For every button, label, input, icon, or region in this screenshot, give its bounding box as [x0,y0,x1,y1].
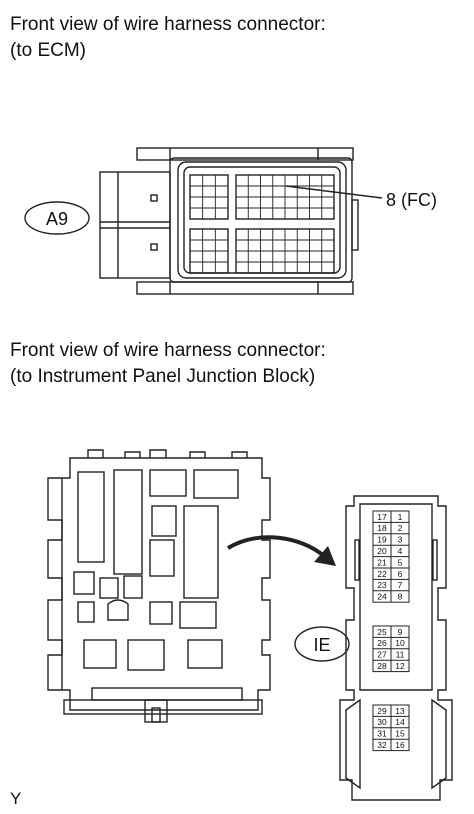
section1-title-line1: Front view of wire harness connector: [10,14,326,35]
connector-label-oval-ie [294,626,350,662]
junction-block [47,449,271,723]
section2-title-line2: (to Instrument Panel Junction Block) [10,366,316,387]
ie-pin-block-upper: 17 1 18 2 19 3 20 4 21 5 22 6 23 7 24 8 [372,510,410,603]
ie-connector [339,495,453,801]
arrow-icon [226,535,336,566]
pin-number: 15 [395,729,405,739]
connector-label-ie: IE [313,635,330,655]
pin-number: 19 [377,535,387,545]
pin-number: 2 [398,523,403,533]
pin-number: 11 [396,650,405,660]
pin-number: 9 [398,627,403,637]
pin-number: 14 [395,717,405,727]
pin-number: 28 [377,661,387,671]
section2-title-line1: Front view of wire harness connector: [10,340,326,361]
pin-number: 32 [377,740,387,750]
pin-number: 30 [377,717,387,727]
pin-number: 3 [398,535,403,545]
pin-number: 7 [398,580,403,590]
connector-label-oval-a9 [24,201,90,235]
pin-number: 26 [377,638,387,648]
pin-number: 10 [395,638,405,648]
ie-pin-block-middle: 25 9 26 10 27 11 28 12 [372,625,410,673]
pin-number: 18 [377,523,387,533]
pin-number: 17 [377,512,387,522]
pin-number: 16 [395,740,405,750]
latch-hole [150,194,158,202]
pin-number: 25 [377,627,387,637]
pin-number: 1 [398,512,403,522]
latch-hole [150,243,158,251]
pin-number: 13 [395,706,405,716]
ecm-connector [99,147,383,295]
pin-number: 23 [377,580,387,590]
pin-number: 4 [398,546,403,556]
ie-pin-block-lower: 29 13 30 14 31 15 32 16 [372,704,410,752]
pin-number: 6 [398,569,403,579]
section1-title-line2: (to ECM) [10,40,86,61]
pin-number: 20 [377,546,387,556]
pin-number: 31 [377,729,387,739]
pin-number: 21 [377,557,387,567]
pin-callout-leader [285,185,383,199]
pin-callout-label: 8 (FC) [386,190,437,210]
pin-number: 29 [377,706,387,716]
pin-number: 5 [398,557,403,567]
pin-number: 8 [398,592,403,602]
connector-label-a9: A9 [46,209,68,229]
pin-number: 12 [395,661,405,671]
pin-number: 24 [377,592,387,602]
pin-number: 22 [377,569,387,579]
figure-code-letter: Y [10,789,22,808]
pin-number: 27 [377,650,387,660]
